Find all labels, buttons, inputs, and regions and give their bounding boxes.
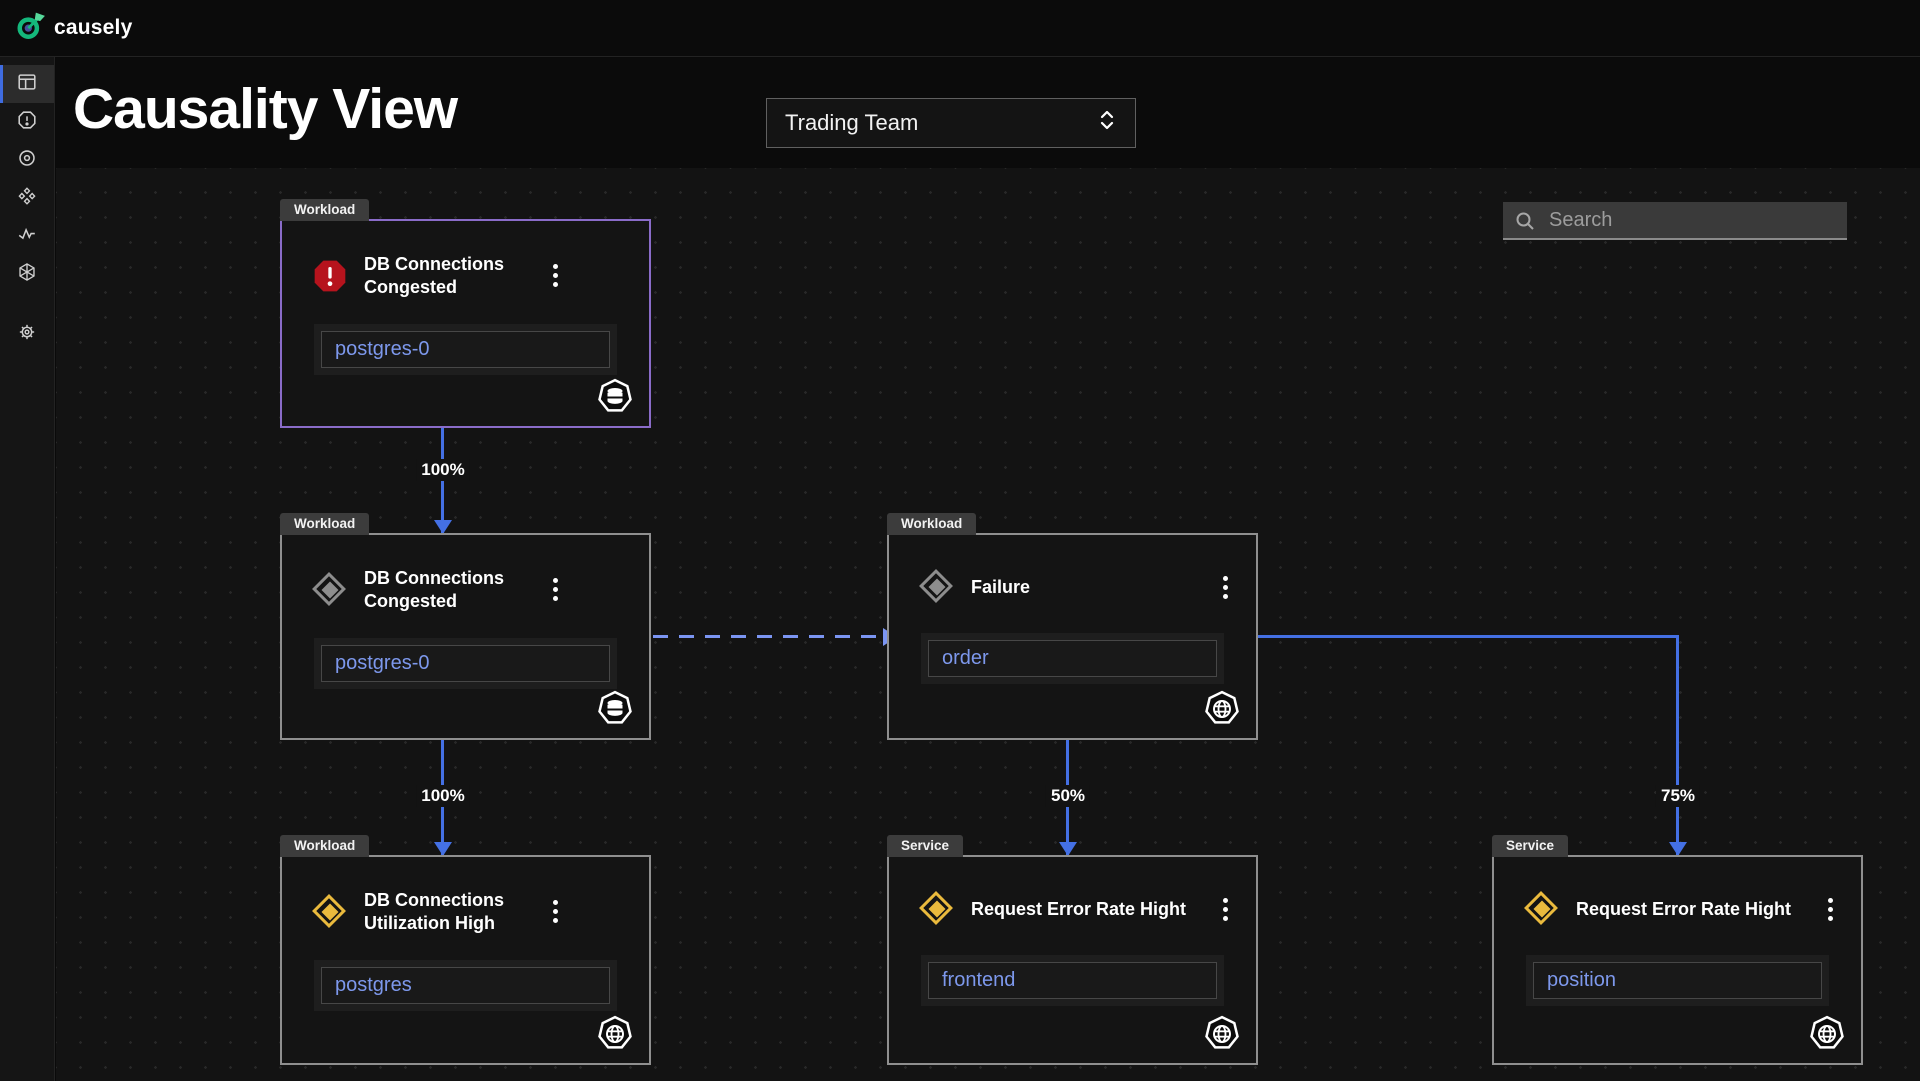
arrow-down-icon (1058, 842, 1077, 856)
left-sidebar (0, 57, 55, 1081)
entity-link[interactable]: postgres (321, 967, 610, 1004)
node-category-tab: Workload (280, 199, 370, 221)
edge-probability-label: 100% (416, 459, 470, 481)
globe-octagon-icon (1807, 1013, 1847, 1053)
kebab-menu-icon[interactable] (1216, 574, 1234, 601)
node-category-tab: Workload (280, 835, 370, 857)
arrow-down-icon (1668, 842, 1687, 856)
brand-name: causely (54, 16, 133, 39)
team-selector-value: Trading Team (785, 110, 919, 135)
brand[interactable]: causely (16, 11, 132, 46)
globe-octagon-icon (1202, 1013, 1242, 1053)
node-title: Request Error Rate Hight (1576, 898, 1792, 919)
edge-probability-label: 50% (1045, 785, 1091, 807)
alert-octagon-icon (16, 109, 38, 136)
entity-field: postgres (314, 960, 617, 1011)
title-bar: Causality View Trading Team (56, 58, 1920, 168)
node-title: DB Connections Utilization High (364, 890, 505, 933)
root-cause-octagon-icon (310, 256, 350, 296)
graph-node-symptom[interactable]: Service Request Error Rate Hight fronten… (887, 835, 1258, 1065)
node-category-tab: Workload (280, 513, 370, 535)
node-category-tab: Service (887, 835, 964, 857)
top-header: causely (0, 0, 1920, 57)
globe-octagon-icon (595, 1013, 635, 1053)
edge-line-dashed (653, 627, 897, 646)
symptom-diamond-icon (917, 889, 957, 929)
causality-graph-canvas[interactable]: 100% 100% 50% 75% Workload DB Connection… (56, 168, 1920, 1081)
edge-probability-label: 100% (416, 785, 470, 807)
kebab-menu-icon[interactable] (546, 898, 564, 925)
node-title: DB Connections Congested (364, 254, 505, 297)
sidebar-item-diamonds[interactable] (0, 179, 54, 217)
entity-field: frontend (921, 955, 1224, 1006)
edge-line (1668, 637, 1687, 856)
search-input[interactable] (1503, 202, 1847, 238)
node-title: Failure (971, 576, 1031, 597)
entity-link[interactable]: position (1533, 962, 1822, 999)
pulse-icon (16, 223, 38, 250)
globe-octagon-icon (1202, 688, 1242, 728)
sidebar-item-targets[interactable] (0, 141, 54, 179)
sidebar-item-topology[interactable] (0, 255, 54, 293)
database-octagon-icon (595, 688, 635, 728)
dashboard-icon (16, 71, 38, 98)
node-category-tab: Workload (887, 513, 977, 535)
page-title: Causality View (73, 77, 458, 141)
graph-node-symptom[interactable]: Workload Failure order (887, 513, 1258, 740)
entity-link[interactable]: order (928, 640, 1217, 677)
database-octagon-icon (595, 376, 635, 416)
kebab-menu-icon[interactable] (546, 262, 564, 289)
causely-logo-icon (16, 11, 46, 46)
team-selector[interactable]: Trading Team (766, 98, 1136, 148)
edge-line (1258, 635, 1679, 638)
arrow-down-icon (433, 842, 452, 856)
entity-field: position (1526, 955, 1829, 1006)
entity-link[interactable]: frontend (928, 962, 1217, 999)
arrow-down-icon (433, 520, 452, 534)
sidebar-item-dashboard[interactable] (0, 65, 54, 103)
graph-node-root-cause[interactable]: Workload DB Connections Congested postgr… (280, 199, 651, 428)
graph-search (1503, 202, 1847, 240)
kebab-menu-icon[interactable] (1821, 896, 1839, 923)
kebab-menu-icon[interactable] (546, 576, 564, 603)
graph-node-symptom[interactable]: Service Request Error Rate Hight positio… (1492, 835, 1863, 1065)
edge-probability-label: 75% (1655, 785, 1701, 807)
symptom-diamond-icon (310, 570, 350, 610)
symptom-diamond-icon (310, 892, 350, 932)
graph-node-symptom[interactable]: Workload DB Connections Utilization High… (280, 835, 651, 1065)
entity-field: order (921, 633, 1224, 684)
sidebar-item-alerts[interactable] (0, 103, 54, 141)
entity-link[interactable]: postgres-0 (321, 645, 610, 682)
entity-link[interactable]: postgres-0 (321, 331, 610, 368)
sidebar-item-settings[interactable] (0, 315, 54, 353)
chevron-updown-icon (1097, 108, 1117, 138)
target-icon (16, 147, 38, 174)
entity-field: postgres-0 (314, 638, 617, 689)
settings-gear-icon (16, 321, 38, 348)
symptom-diamond-icon (1522, 889, 1562, 929)
symptom-diamond-icon (917, 567, 957, 607)
kebab-menu-icon[interactable] (1216, 896, 1234, 923)
entity-field: postgres-0 (314, 324, 617, 375)
graph-node-symptom[interactable]: Workload DB Connections Congested postgr… (280, 513, 651, 740)
node-title: DB Connections Congested (364, 568, 505, 611)
diamonds-icon (16, 185, 38, 212)
node-category-tab: Service (1492, 835, 1569, 857)
node-title: Request Error Rate Hight (971, 898, 1187, 919)
hex-wheel-icon (16, 261, 38, 288)
sidebar-item-metrics[interactable] (0, 217, 54, 255)
